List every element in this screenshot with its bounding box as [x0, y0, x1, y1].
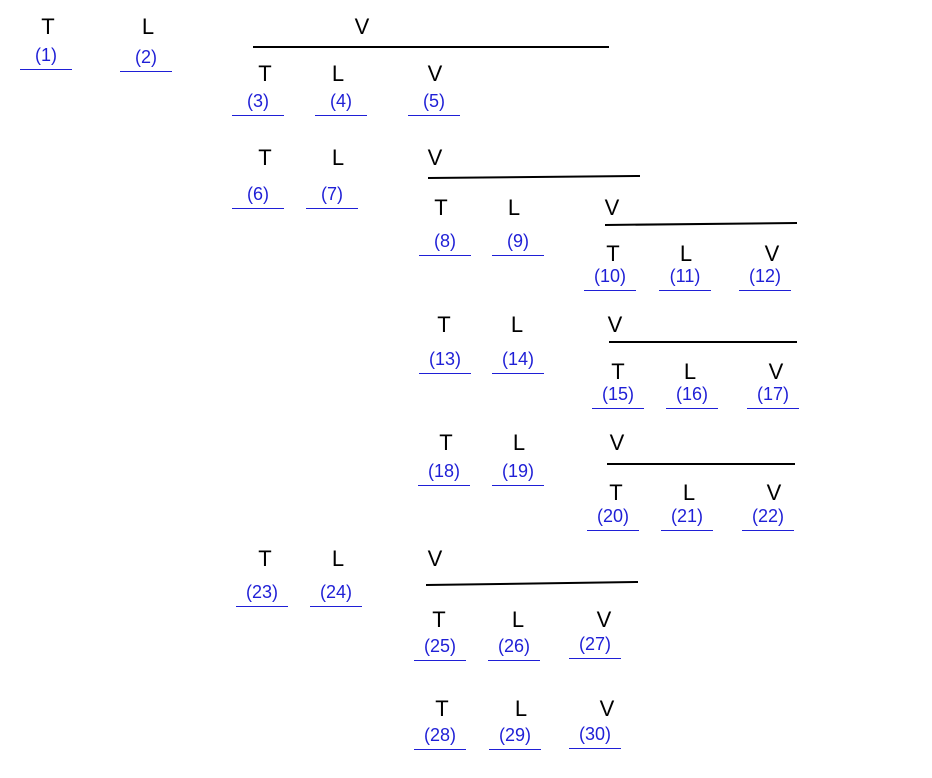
answer-blank-28[interactable]: (28) [414, 726, 466, 750]
label-v: V [354, 14, 370, 39]
answer-blank-6[interactable]: (6) [232, 185, 284, 209]
label-l: L [682, 480, 696, 505]
answer-blank-7[interactable]: (7) [306, 185, 358, 209]
label-v: V [427, 145, 443, 170]
answer-blank-23[interactable]: (23) [236, 583, 288, 607]
label-v: V [604, 195, 620, 220]
answer-blank-21[interactable]: (21) [661, 507, 713, 531]
label-l: L [507, 195, 521, 220]
label-t: T [41, 14, 55, 39]
label-l: L [512, 430, 526, 455]
label-t: T [258, 546, 272, 571]
answer-blank-9[interactable]: (9) [492, 232, 544, 256]
answer-blank-14[interactable]: (14) [492, 350, 544, 374]
label-t: T [437, 312, 451, 337]
label-v: V [764, 241, 780, 266]
answer-blank-24[interactable]: (24) [310, 583, 362, 607]
label-v: V [607, 312, 623, 337]
answer-blank-20[interactable]: (20) [587, 507, 639, 531]
label-t: T [609, 480, 623, 505]
answer-blank-4[interactable]: (4) [315, 92, 367, 116]
answer-blank-18[interactable]: (18) [418, 462, 470, 486]
label-l: L [679, 241, 693, 266]
answer-blank-12[interactable]: (12) [739, 267, 791, 291]
answer-blank-26[interactable]: (26) [488, 637, 540, 661]
answer-blank-19[interactable]: (19) [492, 462, 544, 486]
label-t: T [258, 145, 272, 170]
label-l: L [683, 359, 697, 384]
label-v: V [609, 430, 625, 455]
answer-blank-27[interactable]: (27) [569, 635, 621, 659]
answer-blank-13[interactable]: (13) [419, 350, 471, 374]
answer-blank-2[interactable]: (2) [120, 48, 172, 72]
answer-blank-5[interactable]: (5) [408, 92, 460, 116]
answer-blank-17[interactable]: (17) [747, 385, 799, 409]
label-t: T [434, 195, 448, 220]
label-v: V [599, 696, 615, 721]
label-t: T [435, 696, 449, 721]
answer-blank-1[interactable]: (1) [20, 46, 72, 70]
answer-blank-11[interactable]: (11) [659, 267, 711, 291]
label-l: L [514, 696, 528, 721]
label-l: L [141, 14, 155, 39]
label-v: V [427, 546, 443, 571]
label-l: L [331, 546, 345, 571]
label-l: L [331, 61, 345, 86]
value-bar-2 [427, 175, 641, 179]
answer-blank-3[interactable]: (3) [232, 92, 284, 116]
answer-blank-22[interactable]: (22) [742, 507, 794, 531]
label-t: T [439, 430, 453, 455]
label-v: V [427, 61, 443, 86]
answer-blank-15[interactable]: (15) [592, 385, 644, 409]
label-l: L [511, 607, 525, 632]
label-t: T [606, 241, 620, 266]
answer-blank-30[interactable]: (30) [569, 725, 621, 749]
label-t: T [258, 61, 272, 86]
label-t: T [432, 607, 446, 632]
label-t: T [611, 359, 625, 384]
answer-blank-25[interactable]: (25) [414, 637, 466, 661]
label-l: L [331, 145, 345, 170]
label-v: V [596, 607, 612, 632]
label-v: V [766, 480, 782, 505]
label-l: L [510, 312, 524, 337]
value-bar-3 [604, 222, 798, 226]
value-bar-6 [425, 581, 639, 586]
answer-blank-10[interactable]: (10) [584, 267, 636, 291]
label-v: V [768, 359, 784, 384]
answer-blank-16[interactable]: (16) [666, 385, 718, 409]
answer-blank-29[interactable]: (29) [489, 726, 541, 750]
answer-blank-8[interactable]: (8) [419, 232, 471, 256]
